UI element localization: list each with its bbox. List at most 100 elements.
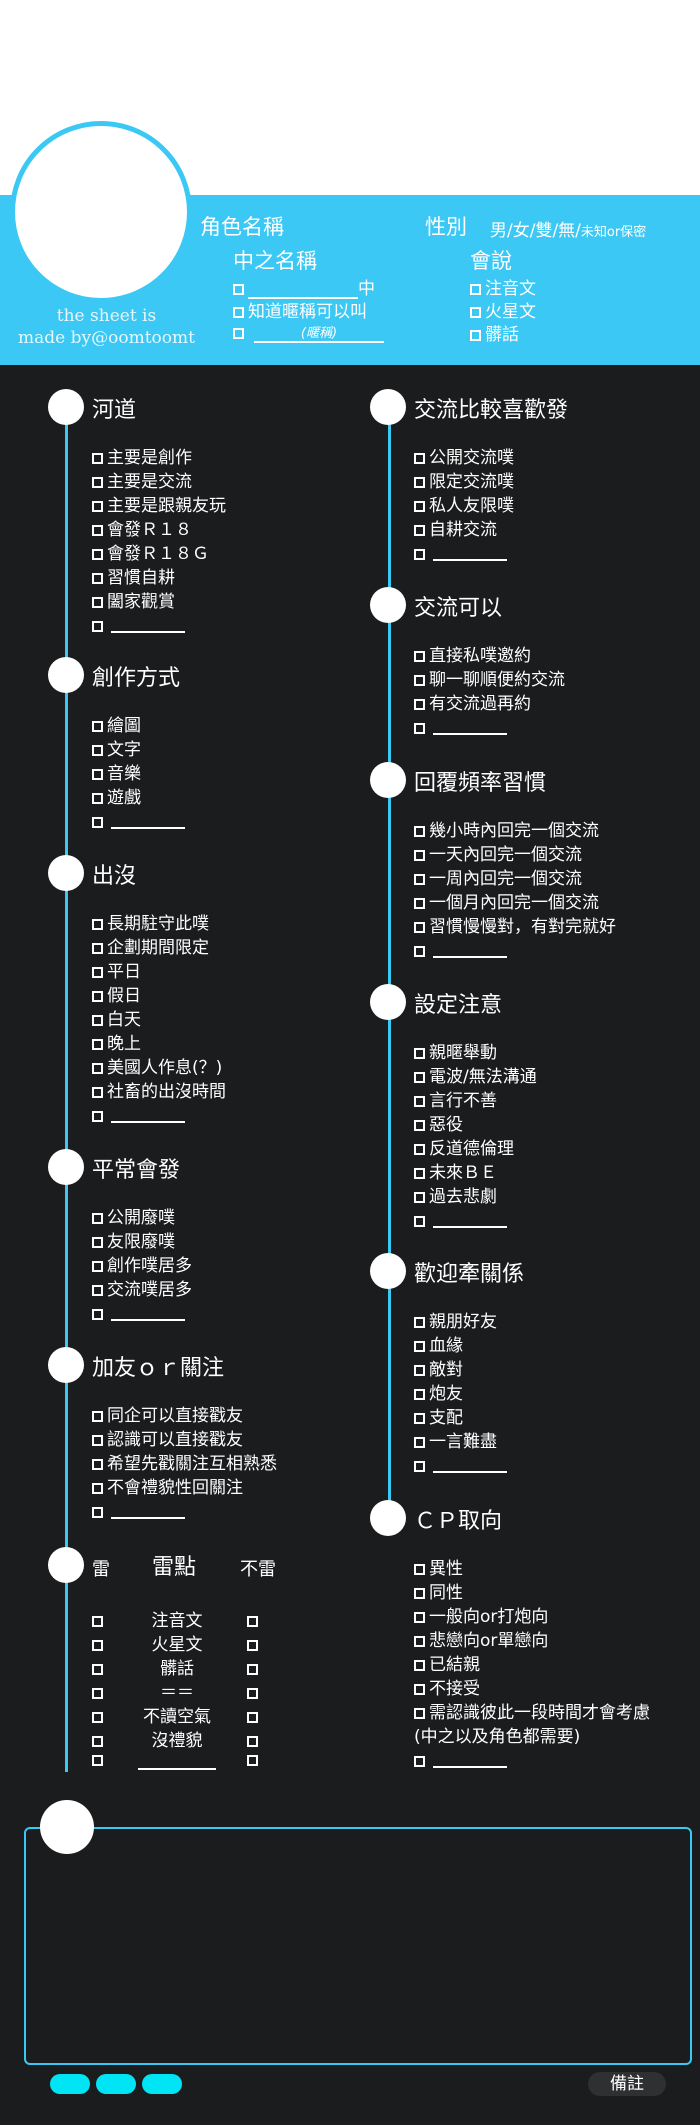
landmine-no-checkbox[interactable] <box>247 1664 258 1675</box>
option-row[interactable]: 惡役 <box>414 1113 537 1137</box>
lang-option-3[interactable]: 髒話 <box>470 320 519 345</box>
blank-line[interactable] <box>433 1212 507 1228</box>
checkbox[interactable] <box>414 1216 425 1227</box>
option-row[interactable]: 同企可以直接戳友 <box>92 1404 277 1428</box>
checkbox[interactable] <box>414 1192 425 1203</box>
option-row[interactable]: 社畜的出沒時間 <box>92 1080 226 1104</box>
option-row[interactable]: 聊一聊順便約交流 <box>414 668 565 692</box>
checkbox[interactable] <box>414 1072 425 1083</box>
checkbox[interactable] <box>92 1285 103 1296</box>
landmine-yes-checkbox[interactable] <box>92 1640 103 1651</box>
checkbox[interactable] <box>92 1213 103 1224</box>
checkbox[interactable] <box>414 1317 425 1328</box>
checkbox[interactable] <box>414 1708 425 1719</box>
checkbox[interactable] <box>470 330 481 341</box>
option-row[interactable]: 不會禮貌性回關注 <box>92 1476 277 1500</box>
option-row[interactable]: 一周內回完一個交流 <box>414 867 616 891</box>
option-row[interactable]: 平日 <box>92 960 226 984</box>
option-row[interactable]: 親朋好友 <box>414 1310 507 1334</box>
landmine-no-checkbox[interactable] <box>247 1616 258 1627</box>
checkbox[interactable] <box>414 1341 425 1352</box>
checkbox[interactable] <box>92 769 103 780</box>
option-row[interactable]: 習慣慢慢對，有對完就好 <box>414 915 616 939</box>
option-row[interactable]: 親暱舉動 <box>414 1041 537 1065</box>
blank-line[interactable] <box>433 545 507 561</box>
checkbox[interactable] <box>233 284 244 295</box>
blank-line[interactable] <box>433 1457 507 1473</box>
checkbox[interactable] <box>92 793 103 804</box>
color-pill[interactable] <box>142 2074 182 2094</box>
checkbox[interactable] <box>92 991 103 1002</box>
checkbox[interactable] <box>414 453 425 464</box>
option-row[interactable]: 文字 <box>92 738 185 762</box>
landmine-yes-checkbox[interactable] <box>92 1712 103 1723</box>
checkbox[interactable] <box>233 307 244 318</box>
checkbox[interactable] <box>414 651 425 662</box>
checkbox[interactable] <box>414 1120 425 1131</box>
landmine-yes-checkbox[interactable] <box>92 1736 103 1747</box>
option-row[interactable]: 認識可以直接戳友 <box>92 1428 277 1452</box>
checkbox[interactable] <box>92 597 103 608</box>
blank-line[interactable] <box>111 813 185 829</box>
option-row[interactable]: 私人友限噗 <box>414 494 514 518</box>
option-row-other[interactable] <box>414 1749 650 1773</box>
option-row[interactable]: 一天內回完一個交流 <box>414 843 616 867</box>
checkbox[interactable] <box>414 1461 425 1472</box>
option-row[interactable]: 未來ＢＥ <box>414 1161 537 1185</box>
landmine-yes-checkbox[interactable] <box>92 1755 103 1766</box>
checkbox[interactable] <box>414 723 425 734</box>
landmine-no-checkbox[interactable] <box>247 1688 258 1699</box>
option-row[interactable]: 友限廢噗 <box>92 1230 192 1254</box>
checkbox[interactable] <box>92 721 103 732</box>
checkbox[interactable] <box>92 453 103 464</box>
option-row-other[interactable] <box>414 1209 537 1233</box>
option-row[interactable]: 血緣 <box>414 1334 507 1358</box>
avatar[interactable] <box>10 121 192 303</box>
checkbox[interactable] <box>92 1237 103 1248</box>
checkbox[interactable] <box>92 549 103 560</box>
lang-option-1[interactable]: 注音文 <box>470 274 536 299</box>
option-row[interactable]: 會發Ｒ１８ <box>92 518 226 542</box>
option-row[interactable]: 企劃期間限定 <box>92 936 226 960</box>
option-row-other[interactable] <box>414 542 514 566</box>
option-row[interactable]: 已結親 <box>414 1653 650 1677</box>
option-row[interactable]: 長期駐守此噗 <box>92 912 226 936</box>
checkbox[interactable] <box>92 1087 103 1098</box>
option-row[interactable]: 敵對 <box>414 1358 507 1382</box>
checkbox[interactable] <box>414 699 425 710</box>
checkbox[interactable] <box>92 477 103 488</box>
nickname-blank-row[interactable]: (暱稱) <box>233 322 384 343</box>
landmine-no-checkbox[interactable] <box>247 1736 258 1747</box>
checkbox[interactable] <box>414 1048 425 1059</box>
option-row[interactable]: 希望先戳關注互相熟悉 <box>92 1452 277 1476</box>
blank-line[interactable] <box>433 1752 507 1768</box>
option-row[interactable]: 美國人作息(？) <box>92 1056 226 1080</box>
landmine-yes-checkbox[interactable] <box>92 1664 103 1675</box>
checkbox[interactable] <box>92 1411 103 1422</box>
color-pill[interactable] <box>50 2074 90 2094</box>
gender-options[interactable]: 男/女/雙/無/未知or保密 <box>490 216 646 241</box>
blank-line[interactable] <box>111 617 185 633</box>
checkbox[interactable] <box>92 1111 103 1122</box>
checkbox[interactable] <box>414 1588 425 1599</box>
checkbox[interactable] <box>470 284 481 295</box>
nickname-blank[interactable]: (暱稱) <box>254 322 384 343</box>
checkbox[interactable] <box>233 328 244 339</box>
option-row[interactable]: 主要是創作 <box>92 446 226 470</box>
option-row[interactable]: 需認識彼此一段時間才會考慮 <box>414 1701 650 1725</box>
option-row[interactable]: 白天 <box>92 1008 226 1032</box>
option-row-other[interactable] <box>414 1454 507 1478</box>
option-row[interactable]: 交流噗居多 <box>92 1278 192 1302</box>
option-row-other[interactable] <box>92 614 226 638</box>
option-row-other[interactable] <box>414 716 565 740</box>
checkbox[interactable] <box>470 307 481 318</box>
checkbox[interactable] <box>414 1096 425 1107</box>
checkbox[interactable] <box>92 967 103 978</box>
option-row[interactable]: 同性 <box>414 1581 650 1605</box>
option-row[interactable]: 晚上 <box>92 1032 226 1056</box>
checkbox[interactable] <box>414 826 425 837</box>
option-row[interactable]: 悲戀向or單戀向 <box>414 1629 650 1653</box>
checkbox[interactable] <box>414 1389 425 1400</box>
option-row[interactable]: 支配 <box>414 1406 507 1430</box>
option-row-other[interactable] <box>92 1302 192 1326</box>
